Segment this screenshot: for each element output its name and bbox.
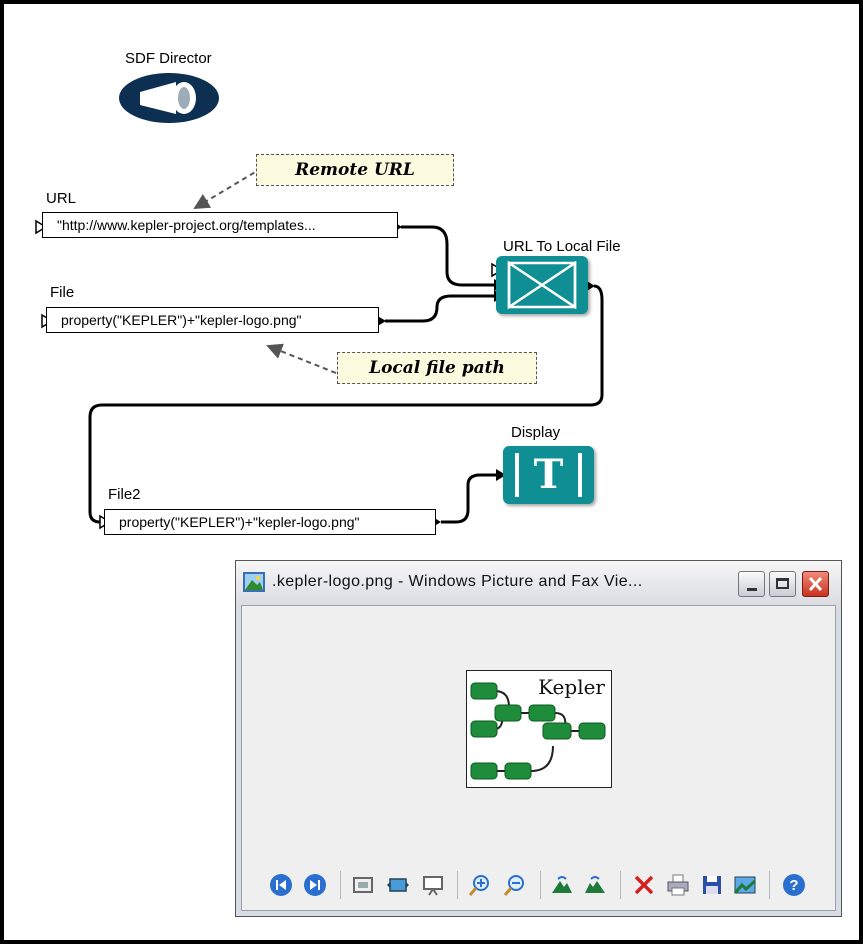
display-glyph: T <box>533 451 564 498</box>
zoom-out-icon[interactable] <box>503 873 527 897</box>
remote-note-arrow <box>193 167 263 210</box>
zoom-in-icon[interactable] <box>468 873 492 897</box>
url-param-label: URL <box>46 190 77 207</box>
print-icon[interactable] <box>666 873 690 897</box>
viewer-image-area: Kepler <box>241 605 836 911</box>
wire-actor-to-file2 <box>88 284 604 524</box>
wire-file-to-actor <box>385 294 505 323</box>
help-icon[interactable]: ? <box>782 873 806 897</box>
previous-image-icon[interactable] <box>269 873 293 897</box>
minimize-icon <box>747 588 757 591</box>
note-local-file-path[interactable]: Local file path <box>337 352 537 384</box>
wire-url-to-actor <box>401 225 505 287</box>
viewer-title: .kepler-logo.png - Windows Picture and F… <box>272 573 643 590</box>
maximize-button[interactable] <box>769 571 796 597</box>
delete-icon[interactable] <box>632 873 656 897</box>
kepler-logo-text: Kepler <box>538 675 605 699</box>
file2-param-field[interactable]: property("KEPLER")+"kepler-logo.png" <box>104 509 436 535</box>
director-label: SDF Director <box>125 50 212 67</box>
file-param-label: File <box>50 284 75 301</box>
url-to-local-label: URL To Local File <box>503 238 621 255</box>
viewer-titlebar[interactable]: .kepler-logo.png - Windows Picture and F… <box>236 561 841 605</box>
kepler-logo-graph <box>470 682 606 780</box>
url-param-field[interactable]: "http://www.kepler-project.org/templates… <box>42 212 398 238</box>
text-display-icon <box>515 453 582 497</box>
file2-param-label: File2 <box>108 486 141 503</box>
svg-text:?: ? <box>789 877 798 894</box>
best-fit-icon[interactable] <box>351 873 375 897</box>
note-remote-url[interactable]: Remote URL <box>256 154 454 186</box>
display-actor[interactable]: T <box>503 446 594 504</box>
rotate-clockwise-icon[interactable] <box>550 873 574 897</box>
maximize-icon <box>776 578 789 589</box>
bowtie-icon <box>507 260 577 310</box>
slideshow-icon[interactable] <box>421 873 445 897</box>
edit-icon[interactable] <box>733 873 757 897</box>
actual-size-icon[interactable] <box>386 873 410 897</box>
next-image-icon[interactable] <box>303 873 327 897</box>
close-icon <box>808 576 823 592</box>
picture-viewer-window[interactable]: .kepler-logo.png - Windows Picture and F… <box>235 560 842 917</box>
director-icon[interactable] <box>118 72 220 124</box>
save-icon[interactable] <box>700 873 724 897</box>
display-label: Display <box>511 424 561 441</box>
kepler-logo-image: Kepler <box>466 670 612 788</box>
close-button[interactable] <box>802 571 829 597</box>
file-param-field[interactable]: property("KEPLER")+"kepler-logo.png" <box>46 307 379 333</box>
url-to-local-actor[interactable] <box>496 256 588 314</box>
wire-file2-to-display <box>441 473 505 524</box>
rotate-counterclockwise-icon[interactable] <box>583 873 607 897</box>
picture-app-icon <box>243 572 265 592</box>
minimize-button[interactable] <box>738 571 765 597</box>
local-note-arrow <box>266 343 337 374</box>
